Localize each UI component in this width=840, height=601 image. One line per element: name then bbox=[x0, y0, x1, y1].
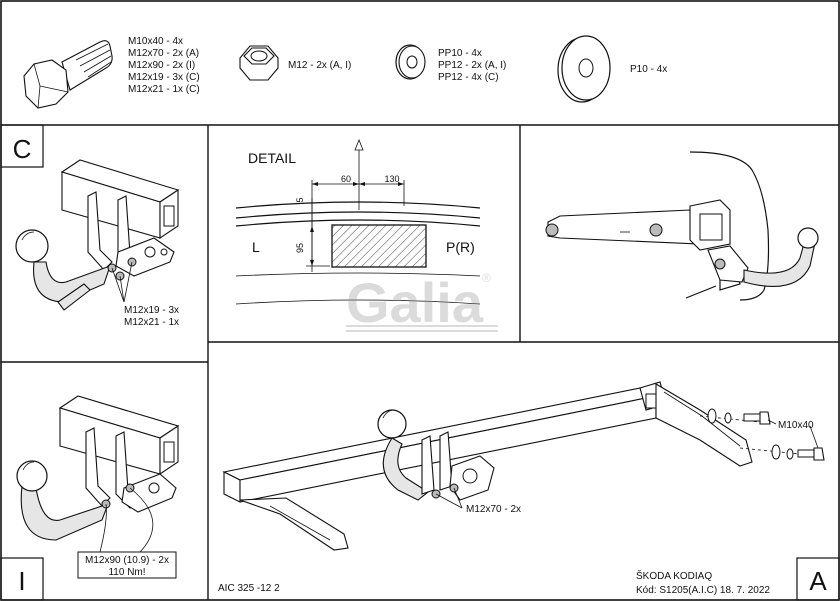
detail-left-label: L bbox=[252, 239, 260, 255]
panel-i-letter-box bbox=[0, 557, 44, 601]
bolt-spec-2: M12x70 - 2x (A) bbox=[128, 48, 199, 59]
dim-5: 5 bbox=[295, 197, 305, 202]
svg-text:Galia: Galia bbox=[346, 271, 484, 334]
panel-a-mount-label: M12x70 - 2x bbox=[466, 504, 521, 515]
bolt-spec-4: M12x19 - 3x (C) bbox=[128, 72, 200, 83]
bolt-spec-5: M12x21 - 1x (C) bbox=[128, 84, 200, 95]
bolt-spec-list: M10x40 - 4x M12x70 - 2x (A) M12x90 - 2x … bbox=[128, 36, 200, 95]
panel-c-letter-box bbox=[0, 124, 44, 168]
small-washer-drawing bbox=[395, 44, 426, 80]
panel-a-letter-box bbox=[796, 557, 840, 601]
panel-c-label-1: M12x19 - 3x bbox=[124, 305, 179, 316]
svg-text:®: ® bbox=[482, 271, 491, 285]
hex-nut-drawing bbox=[239, 45, 279, 81]
detail-bumper-lines bbox=[235, 201, 481, 305]
detail-title: DETAIL bbox=[248, 150, 296, 166]
vehicle-name: ŠKODA KODIAQ bbox=[636, 569, 712, 582]
washer-spec-1: PP10 - 4x bbox=[438, 48, 482, 59]
panel-i-label-2: 110 Nm! bbox=[108, 567, 145, 578]
washer-spec-3: PP12 - 4x (C) bbox=[438, 72, 499, 83]
panel-a-assembly-drawing bbox=[222, 381, 825, 551]
panel-i-torque-box bbox=[77, 551, 177, 579]
panel-i-label-1: M12x90 (10.9) - 2x bbox=[85, 555, 169, 566]
detail-right-label: P(R) bbox=[446, 239, 475, 255]
bolt-spec-3: M12x90 - 2x (I) bbox=[128, 60, 195, 71]
detail-cutout-area bbox=[331, 224, 427, 268]
panel-c-letter: C bbox=[13, 134, 32, 164]
product-code: Kód: S1205(A.I.C) 18. 7. 2022 bbox=[636, 585, 770, 596]
panel-i-letter: I bbox=[18, 566, 25, 596]
bolt-spec-1: M10x40 - 4x bbox=[128, 36, 183, 47]
panel-a-letter: A bbox=[809, 566, 827, 596]
bolt-drawing bbox=[23, 40, 113, 109]
panel-c-label-2: M12x21 - 1x bbox=[124, 317, 179, 328]
dim-95: 95 bbox=[295, 243, 305, 253]
drawing-number: AIC 325 -12 2 bbox=[218, 583, 280, 594]
nut-spec: M12 - 2x (A, I) bbox=[288, 60, 351, 71]
washer-spec-list: PP10 - 4x PP12 - 2x (A, I) PP12 - 4x (C) bbox=[438, 48, 506, 83]
detail-arrow bbox=[354, 138, 364, 210]
washer-spec-2: PP12 - 2x (A, I) bbox=[438, 60, 506, 71]
detail-dimension-lines bbox=[306, 180, 405, 272]
large-washer-spec: P10 - 4x bbox=[630, 64, 667, 75]
dim-60: 60 bbox=[341, 174, 351, 184]
large-washer-drawing bbox=[557, 35, 611, 103]
vehicle-side-view-drawing bbox=[545, 151, 819, 301]
galia-watermark-logo: Galia ® bbox=[346, 271, 498, 334]
dim-130: 130 bbox=[384, 174, 399, 184]
panel-c-towbar-drawing bbox=[15, 159, 180, 311]
panel-i-towbar-drawing bbox=[16, 395, 180, 553]
panel-a-bolt-label: M10x40 bbox=[778, 420, 814, 431]
